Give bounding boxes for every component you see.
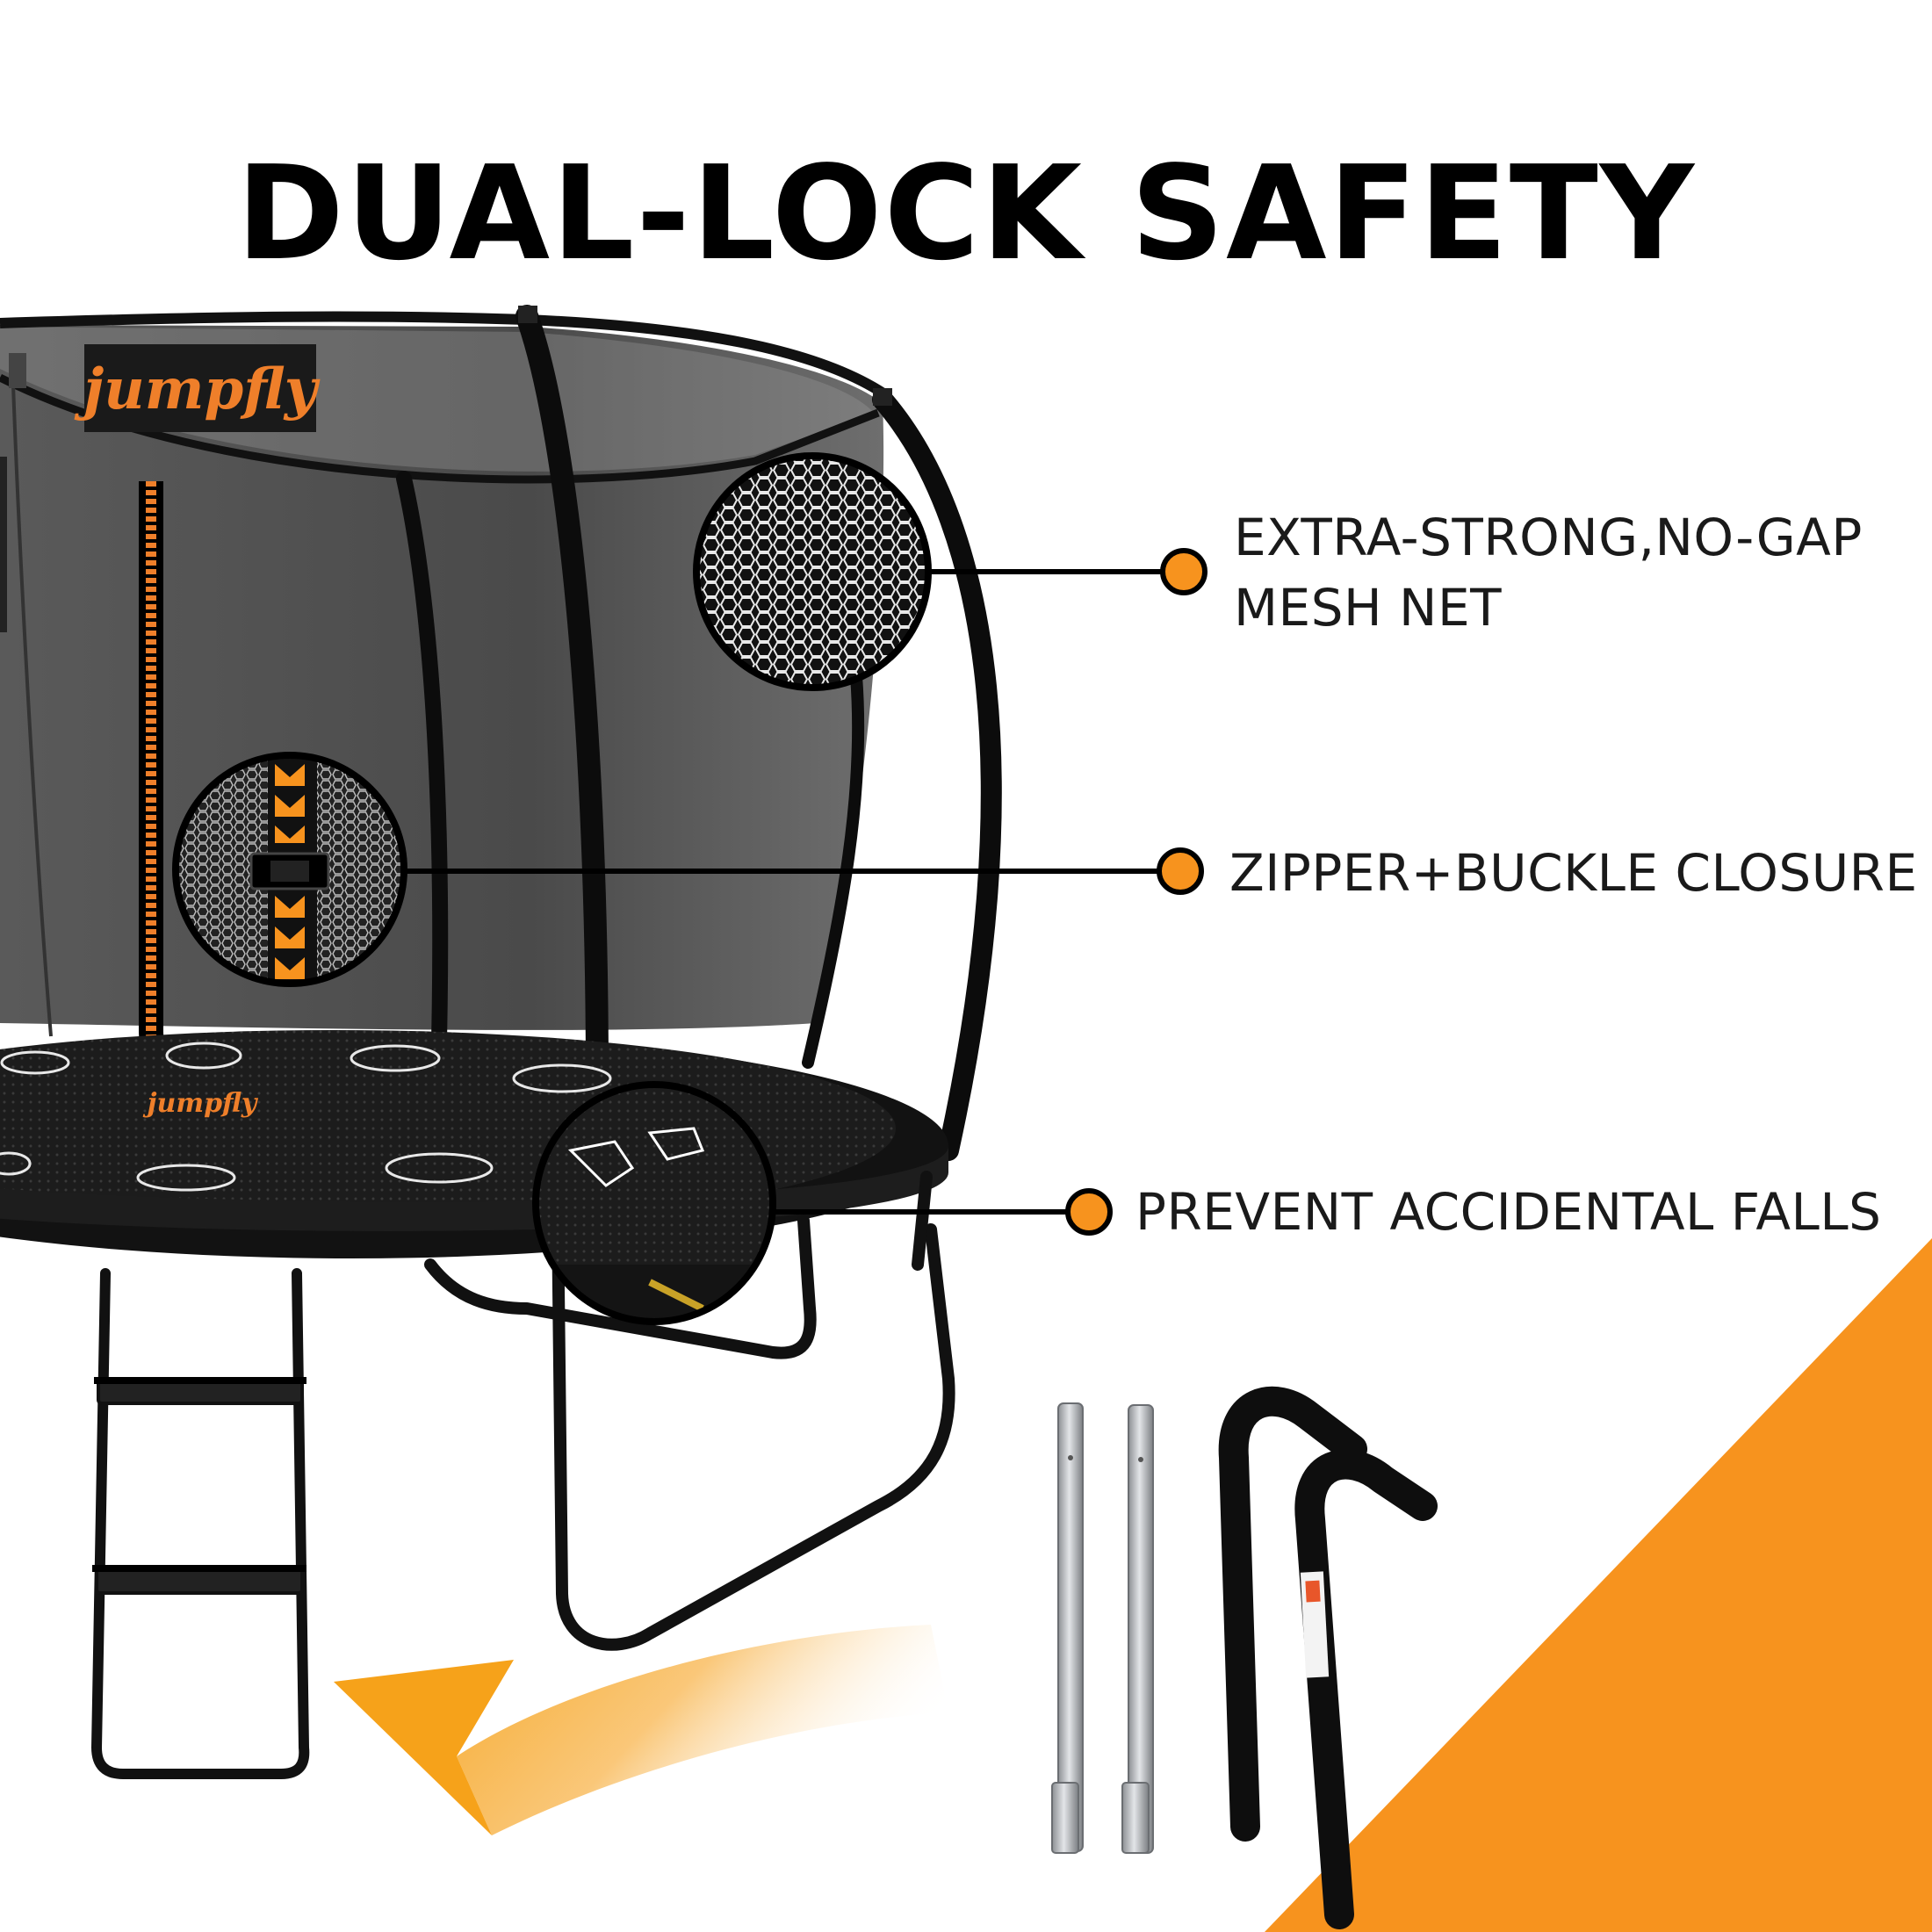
top-ring: [0, 311, 892, 401]
brand-logo: jumpfly: [74, 357, 321, 422]
trampoline-legs: [424, 1171, 955, 1651]
mat-edge-detail-icon: [532, 1081, 776, 1325]
mat-doodles: [0, 1042, 612, 1192]
steel-pipes: [1051, 1402, 1154, 1854]
zipper-detail-icon: [172, 752, 407, 987]
callout-dot-3: [1065, 1188, 1113, 1236]
black-hooks: [1218, 1386, 1438, 1929]
feature-mesh-net-label: EXTRA-STRONG,NO-GAP MESH NET: [1234, 502, 1863, 643]
callout-dot-1: [1160, 548, 1208, 595]
callout-dot-2: [1157, 847, 1204, 895]
callout-dots: [1065, 548, 1208, 1236]
feature-mesh-net-line-1: EXTRA-STRONG,NO-GAP: [1234, 508, 1863, 567]
brand-banner: [84, 344, 316, 432]
net-poles: [396, 305, 1002, 1161]
orange-corner-shape: [1265, 1238, 1932, 1932]
feature-falls-label: PREVENT ACCIDENTAL FALLS: [1135, 1177, 1881, 1247]
mat-brand-logo: jumpfly: [143, 1088, 259, 1119]
feature-zipper-line-1: ZIPPER+BUCKLE CLOSURE: [1229, 843, 1918, 903]
feature-mesh-net-line-2: MESH NET: [1234, 578, 1503, 638]
feature-falls-line-1: PREVENT ACCIDENTAL FALLS: [1135, 1182, 1882, 1242]
ladder: [90, 1268, 310, 1779]
mesh-net-detail-icon: [693, 452, 932, 691]
feature-zipper-label: ZIPPER+BUCKLE CLOSURE: [1229, 838, 1918, 908]
motion-arrow-icon: [334, 1625, 948, 1835]
headline: DUAL-LOCK SAFETY: [236, 138, 1696, 290]
callout-leaders: [404, 569, 1181, 1215]
